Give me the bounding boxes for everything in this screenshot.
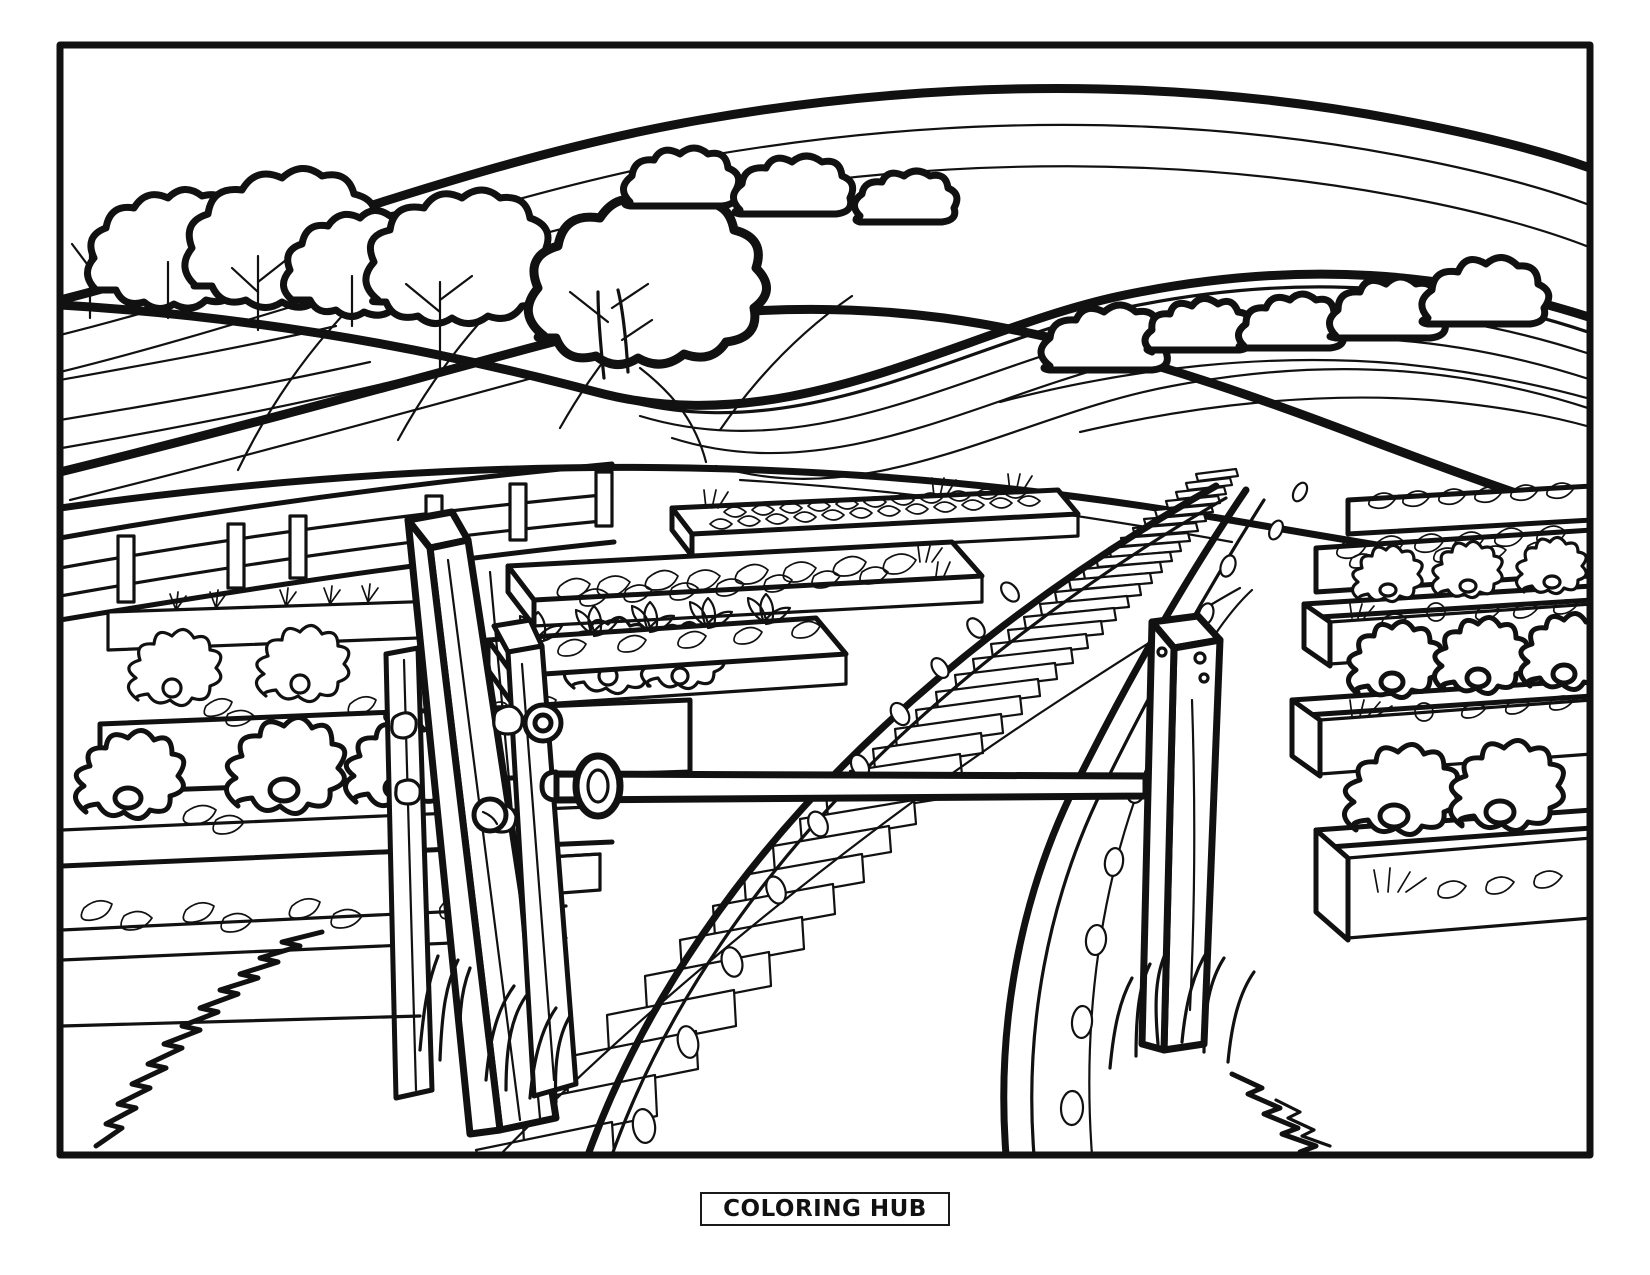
raised-bed-right-1	[1345, 482, 1590, 537]
raised-bed-center-back	[669, 473, 1081, 559]
bush-cluster-right	[620, 144, 1553, 374]
rail-spikes-left	[631, 581, 1020, 1145]
frame-border	[56, 41, 1594, 1159]
raised-bed-right-5	[1313, 738, 1590, 943]
raised-bed-center-mid	[505, 539, 985, 629]
raised-bed-right-4	[1289, 611, 1590, 779]
raised-bed-right-3	[1301, 535, 1590, 669]
raised-bed-center-front	[485, 592, 849, 709]
post-rail-fence	[60, 461, 617, 623]
watermark-badge: COLORING HUB	[700, 1192, 950, 1226]
gate-barrier-bar	[539, 752, 1150, 820]
gate-post-left	[383, 508, 579, 1138]
grass-foreground	[93, 929, 1332, 1155]
track-sleepers	[474, 467, 1240, 1155]
watermark-text: COLORING HUB	[723, 1196, 927, 1222]
rail-left	[584, 482, 1220, 1155]
tree-cluster-left	[70, 165, 771, 464]
scene-contents	[60, 84, 1590, 1155]
gate-post-right	[1138, 612, 1224, 1054]
